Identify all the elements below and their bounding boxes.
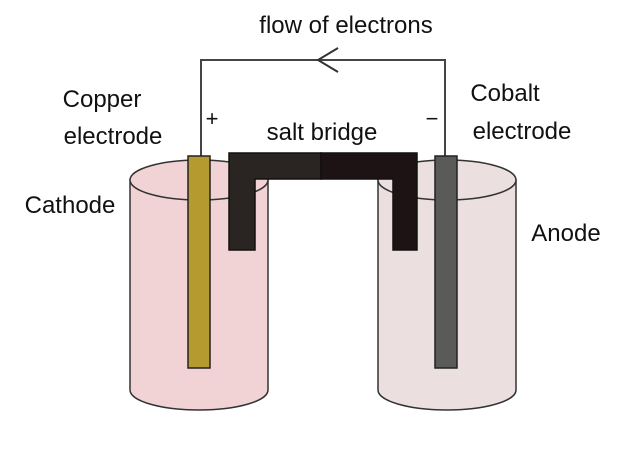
negative-terminal-sign: − xyxy=(426,106,439,131)
flow-of-electrons-label: flow of electrons xyxy=(259,12,432,39)
salt-bridge xyxy=(228,152,418,251)
cathode-label: Cathode xyxy=(25,192,116,219)
electron-flow-arrow xyxy=(316,47,339,73)
copper-electrode xyxy=(187,155,211,369)
cobalt-electrode-label-line2: electrode xyxy=(473,118,572,145)
cobalt-electrode xyxy=(434,155,458,369)
salt-bridge-label: salt bridge xyxy=(267,119,378,146)
salt-bridge-left-half xyxy=(228,152,322,251)
cobalt-electrode-label-line1: Cobalt xyxy=(470,80,540,107)
anode-label: Anode xyxy=(531,220,600,247)
positive-terminal-sign: + xyxy=(206,106,219,131)
copper-electrode-label-line2: electrode xyxy=(64,123,163,150)
salt-bridge-right-half xyxy=(320,152,418,251)
copper-electrode-label-line1: Copper xyxy=(63,86,142,113)
external-wire xyxy=(200,59,446,156)
